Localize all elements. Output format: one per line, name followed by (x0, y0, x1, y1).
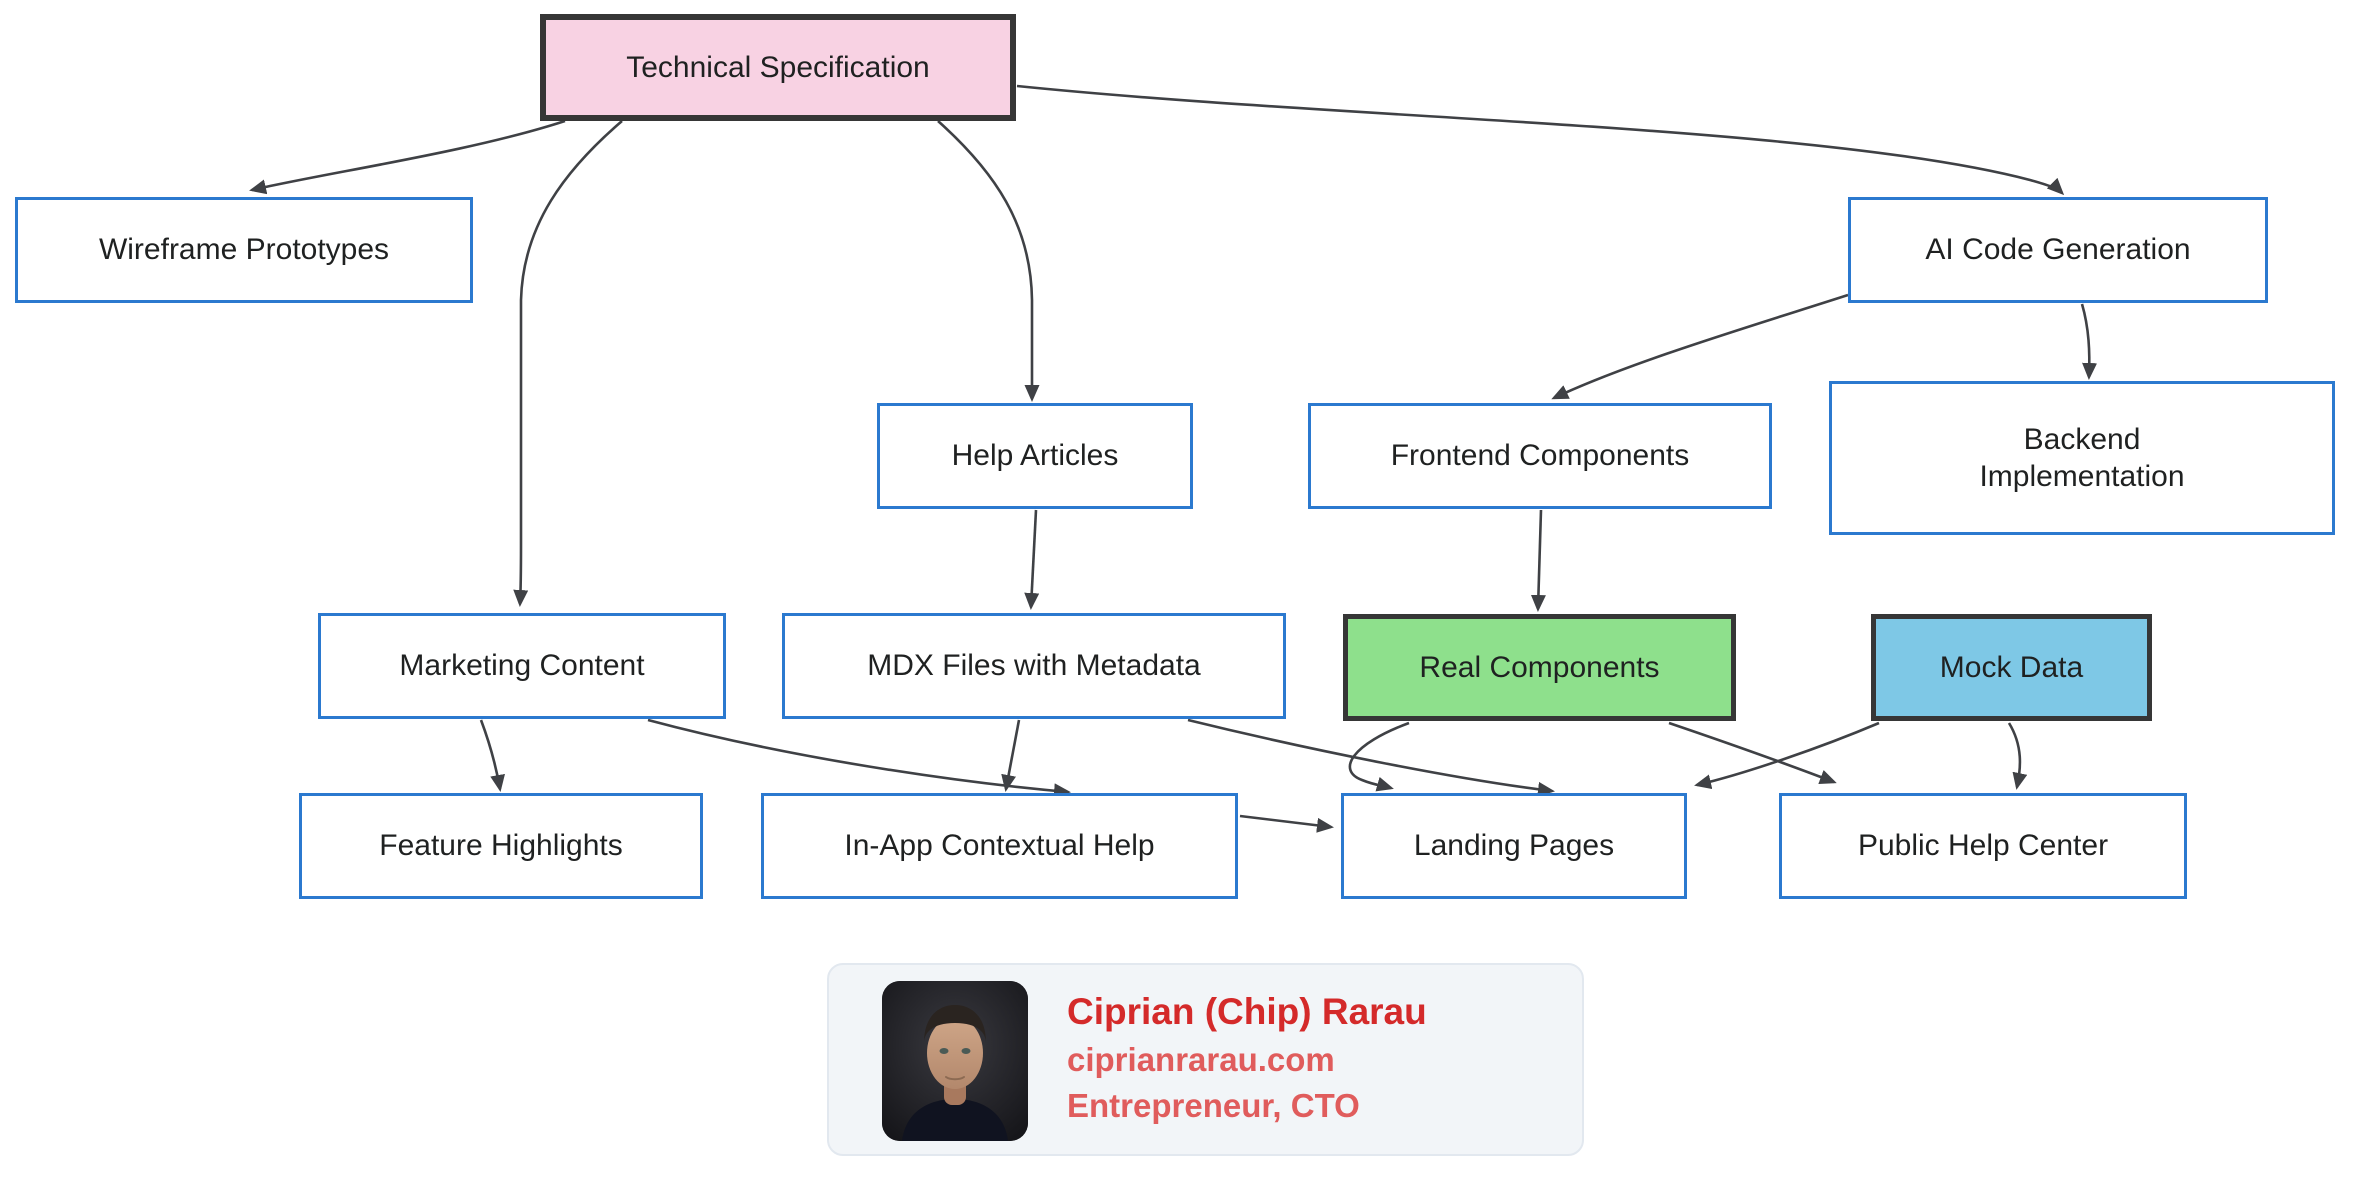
node-in-app-contextual-help: In-App Contextual Help (761, 793, 1238, 899)
node-label: Frontend Components (1390, 439, 1690, 473)
node-frontend-components: Frontend Components (1308, 403, 1772, 509)
edge-technical-specification-to-ai-code-generation (1016, 84, 2065, 196)
edge-frontend-components-to-real-components (1530, 509, 1546, 612)
edge-real-components-to-landing-pages (1348, 721, 1410, 792)
author-info: Ciprian (Chip) Rarau ciprianrarau.com En… (1067, 991, 1427, 1125)
author-profile-card: Ciprian (Chip) Rarau ciprianrarau.com En… (827, 963, 1584, 1156)
edge-real-components-to-public-help-center (1668, 721, 1837, 785)
node-label: Help Articles (951, 439, 1119, 473)
edge-ai-code-generation-to-frontend-components (1551, 293, 1849, 400)
node-label: Backend Implementation (1979, 422, 2185, 494)
node-backend-implementation: Backend Implementation (1829, 381, 2335, 535)
edge-mdx-files-to-landing-pages (1187, 718, 1555, 797)
node-label: Real Components (1419, 650, 1660, 684)
node-label: Technical Specification (626, 50, 930, 84)
node-label: In-App Contextual Help (844, 829, 1155, 863)
node-ai-code-generation: AI Code Generation (1848, 197, 2268, 303)
node-label: Feature Highlights (379, 829, 623, 863)
edge-technical-specification-to-help-articles (937, 120, 1040, 402)
edge-mock-data-to-public-help-center (2007, 722, 2028, 790)
author-website-link[interactable]: ciprianrarau.com (1067, 1041, 1335, 1078)
node-label: Mock Data (1939, 650, 2084, 684)
edge-technical-specification-to-marketing-content (513, 120, 623, 607)
node-help-articles: Help Articles (877, 403, 1193, 509)
node-label: Landing Pages (1413, 829, 1615, 863)
author-role: Entrepreneur, CTO (1067, 1087, 1360, 1124)
node-technical-specification: Technical Specification (540, 14, 1016, 121)
edge-mock-data-to-landing-pages (1694, 721, 1880, 790)
edge-ai-code-generation-to-backend-implementation (2080, 303, 2098, 380)
node-landing-pages: Landing Pages (1341, 793, 1687, 899)
edge-help-articles-to-mdx-files (1024, 509, 1040, 610)
edge-marketing-content-to-in-app-contextual-help (647, 718, 1071, 799)
edge-technical-specification-to-wireframe-prototypes (249, 119, 566, 195)
author-name: Ciprian (Chip) Rarau (1067, 991, 1427, 1032)
node-label: Wireframe Prototypes (98, 233, 390, 267)
node-mock-data: Mock Data (1871, 614, 2152, 721)
edge-mdx-files-to-in-app-contextual-help (1001, 719, 1021, 792)
node-public-help-center: Public Help Center (1779, 793, 2187, 899)
node-feature-highlights: Feature Highlights (299, 793, 703, 899)
node-label: AI Code Generation (1925, 233, 2191, 267)
edge-marketing-content-to-feature-highlights (479, 719, 505, 792)
node-label: MDX Files with Metadata (867, 649, 1201, 683)
node-label: Marketing Content (399, 649, 645, 683)
node-marketing-content: Marketing Content (318, 613, 726, 719)
node-mdx-files-with-metadata: MDX Files with Metadata (782, 613, 1286, 719)
avatar-portrait-illustration (882, 981, 1028, 1141)
author-avatar (882, 981, 1028, 1141)
node-wireframe-prototypes: Wireframe Prototypes (15, 197, 473, 303)
edge-in-app-contextual-help-to-landing-pages (1239, 814, 1334, 833)
node-real-components: Real Components (1343, 614, 1736, 721)
node-label: Public Help Center (1857, 829, 2109, 863)
